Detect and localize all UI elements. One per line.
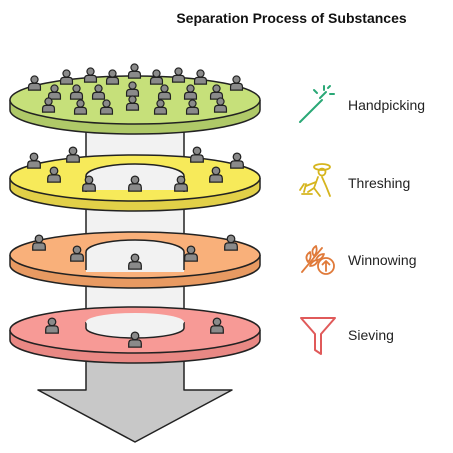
- disc-sieving: [9, 306, 261, 364]
- disc-winnowing: [9, 231, 261, 289]
- disc-handpicking: [9, 63, 261, 135]
- farmer-threshing-icon: [299, 163, 331, 197]
- down-arrow: [37, 359, 233, 443]
- stage-label-threshing: Threshing: [348, 175, 411, 191]
- disc-threshing: [9, 146, 261, 212]
- stage-label-handpicking: Handpicking: [348, 97, 426, 113]
- stage-label-winnowing: Winnowing: [348, 252, 417, 268]
- wheat-arrow-up-icon: [301, 245, 335, 275]
- stage-label-sieving: Sieving: [348, 327, 394, 343]
- magic-wand-icon: [299, 85, 335, 123]
- diagram-title: Separation Process of Substances: [176, 10, 407, 26]
- funnel-icon: [300, 317, 336, 355]
